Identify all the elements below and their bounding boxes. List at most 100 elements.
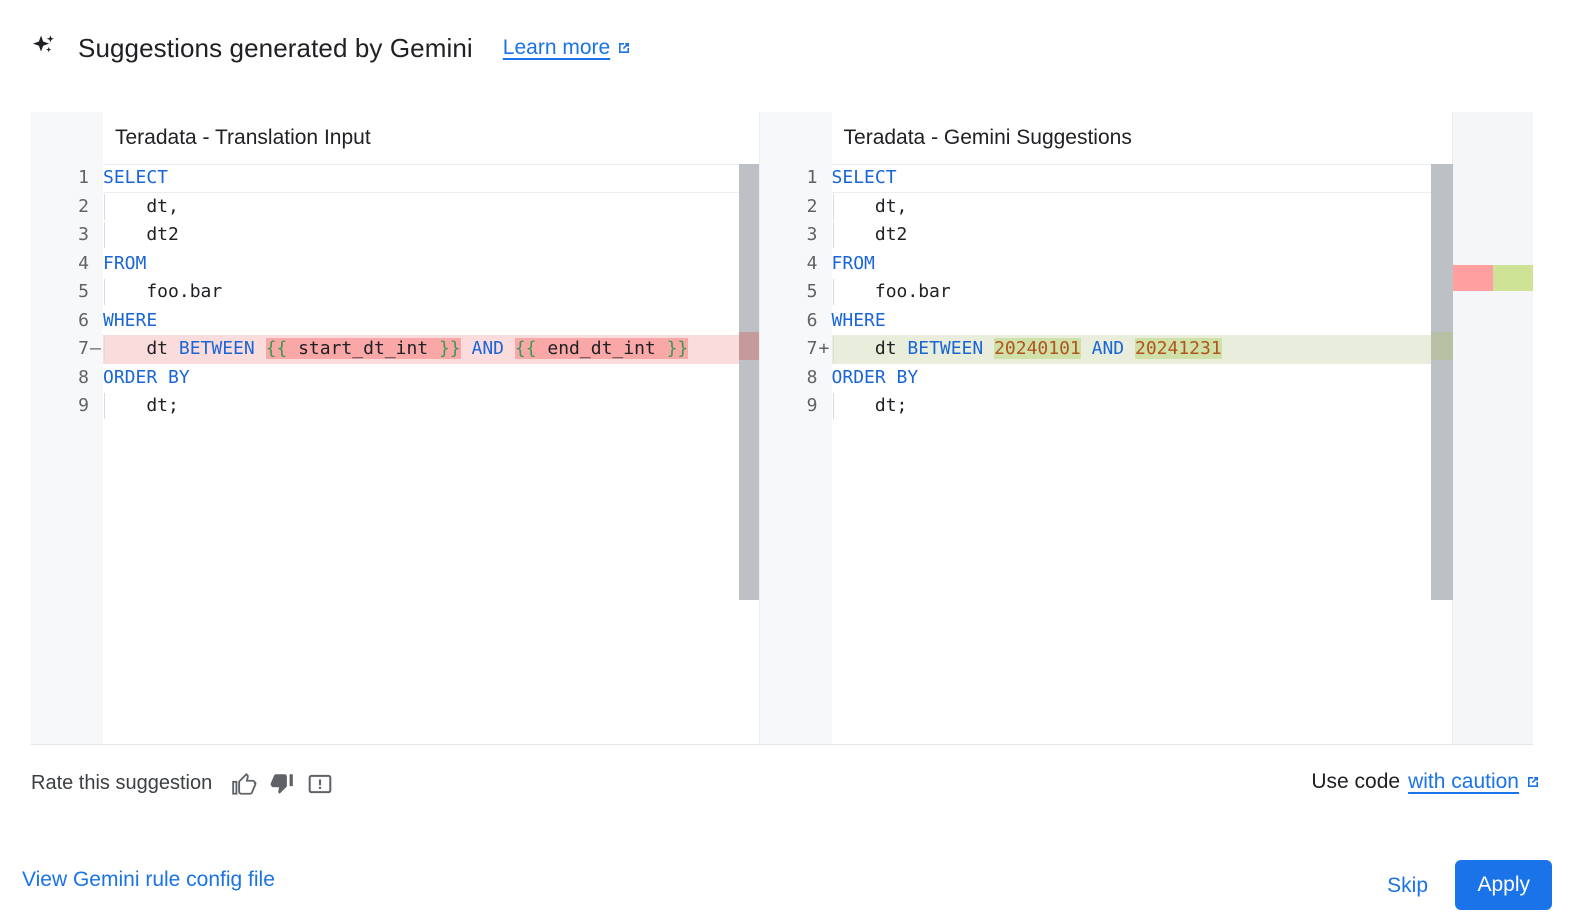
line-number: 5	[78, 281, 89, 302]
with-caution-link[interactable]: with caution	[1408, 770, 1541, 794]
code-line[interactable]: 7— dt BETWEEN {{ start_dt_int }} AND {{ …	[31, 335, 759, 364]
code-token	[504, 338, 515, 359]
code-token: }}	[666, 338, 689, 359]
learn-more-link[interactable]: Learn more	[503, 36, 632, 60]
thumb-down-button[interactable]	[266, 768, 298, 800]
code-line-text: ORDER BY	[832, 364, 1453, 393]
line-number: 6	[806, 309, 818, 331]
line-number: 9	[806, 395, 818, 416]
use-code-caution: Use code with caution	[1311, 770, 1541, 794]
code-token	[461, 338, 472, 359]
pane-title-left: Teradata - Translation Input	[115, 126, 371, 149]
code-line[interactable]: 8 ORDER BY	[31, 364, 759, 393]
external-link-icon	[619, 43, 630, 53]
code-line-text: dt,	[103, 193, 759, 222]
code-line-text: SELECT	[832, 164, 1453, 193]
code-token: dt	[831, 338, 908, 359]
indent-guide	[832, 279, 834, 305]
indent-guide	[832, 393, 834, 419]
code-token: foo.bar	[103, 281, 223, 302]
code-line[interactable]: 3 dt2	[760, 221, 1453, 250]
code-token: FROM	[103, 252, 147, 274]
code-line[interactable]: 6 WHERE	[760, 307, 1453, 336]
skip-button[interactable]: Skip	[1375, 866, 1440, 906]
code-token: ORDER BY	[831, 366, 919, 388]
code-line-text: SELECT	[103, 164, 759, 193]
code-line[interactable]: 5 foo.bar	[760, 278, 1453, 307]
gemini-suggestion-header: Suggestions generated by Gemini Learn mo…	[0, 0, 1572, 96]
code-token: dt;	[831, 395, 908, 416]
line-number: 6	[78, 309, 89, 331]
overview-marker-added	[1493, 265, 1533, 291]
code-token: foo.bar	[831, 281, 951, 302]
view-gemini-rule-config-file-link[interactable]: View Gemini rule config file	[22, 868, 275, 891]
line-number: 3	[806, 224, 818, 245]
code-line[interactable]: 4 FROM	[31, 250, 759, 279]
action-footer: View Gemini rule config file Skip Apply	[0, 846, 1572, 922]
code-token: dt;	[103, 395, 179, 416]
code-token: WHERE	[831, 309, 886, 331]
code-line[interactable]: 3 dt2	[31, 221, 759, 250]
code-line-text: dt,	[832, 193, 1453, 222]
indent-guide	[832, 193, 834, 220]
report-feedback-button[interactable]	[304, 768, 336, 800]
line-number-gutter	[31, 112, 103, 744]
line-number: 7	[806, 338, 818, 359]
vertical-scrollbar-right[interactable]	[1431, 164, 1453, 600]
scrollbar-diff-marker-added	[1431, 332, 1453, 360]
line-number: 2	[78, 195, 89, 217]
apply-button[interactable]: Apply	[1455, 860, 1552, 910]
code-line[interactable]: 2 dt,	[31, 193, 759, 222]
line-number: 8	[78, 366, 89, 388]
code-line[interactable]: 7+ dt BETWEEN 20240101 AND 20241231	[760, 335, 1453, 364]
code-line-text: WHERE	[103, 307, 759, 336]
page-title: Suggestions generated by Gemini	[78, 32, 473, 63]
code-line-text: foo.bar	[103, 278, 759, 307]
rate-suggestion-label: Rate this suggestion	[31, 772, 213, 794]
code-line[interactable]: 2 dt,	[760, 193, 1453, 222]
vertical-scrollbar-left[interactable]	[738, 164, 759, 600]
indent-guide	[104, 336, 105, 362]
code-line-text: FROM	[832, 250, 1453, 279]
code-line[interactable]: 6 WHERE	[31, 307, 759, 336]
code-token: WHERE	[103, 309, 158, 331]
code-line[interactable]: 1 SELECT	[760, 164, 1453, 193]
code-line[interactable]: 9 dt;	[760, 392, 1453, 421]
external-link-icon	[1528, 777, 1538, 787]
line-number: 1	[806, 167, 818, 188]
overview-marker-deleted	[1453, 265, 1493, 291]
code-line[interactable]: 5 foo.bar	[31, 278, 759, 307]
code-line-text: foo.bar	[832, 278, 1453, 307]
pane-divider	[758, 112, 760, 744]
code-line-text: dt;	[103, 392, 759, 421]
code-token: ORDER BY	[103, 366, 190, 388]
code-token	[983, 338, 994, 359]
code-line-text: WHERE	[832, 307, 1453, 336]
scrollbar-diff-marker-deleted	[738, 332, 759, 360]
thumb-down-icon	[270, 774, 293, 794]
code-line[interactable]: 9 dt;	[31, 392, 759, 421]
line-number: 9	[78, 395, 89, 416]
feedback-report-icon	[308, 774, 332, 794]
feedback-bar: Rate this suggestion Use code with cauti…	[0, 760, 1572, 812]
indent-guide	[104, 279, 105, 305]
indent-guide	[104, 193, 105, 220]
overview-ruler[interactable]	[1452, 112, 1533, 744]
code-token: BETWEEN	[178, 338, 255, 359]
thumb-up-icon	[232, 772, 257, 795]
thumb-up-button[interactable]	[228, 768, 260, 800]
code-line-text: FROM	[103, 250, 759, 279]
diff-sign: —	[90, 338, 101, 359]
line-number: 4	[78, 252, 89, 274]
code-token: end_dt_int	[536, 338, 667, 359]
code-token: 20241231	[1134, 338, 1222, 359]
